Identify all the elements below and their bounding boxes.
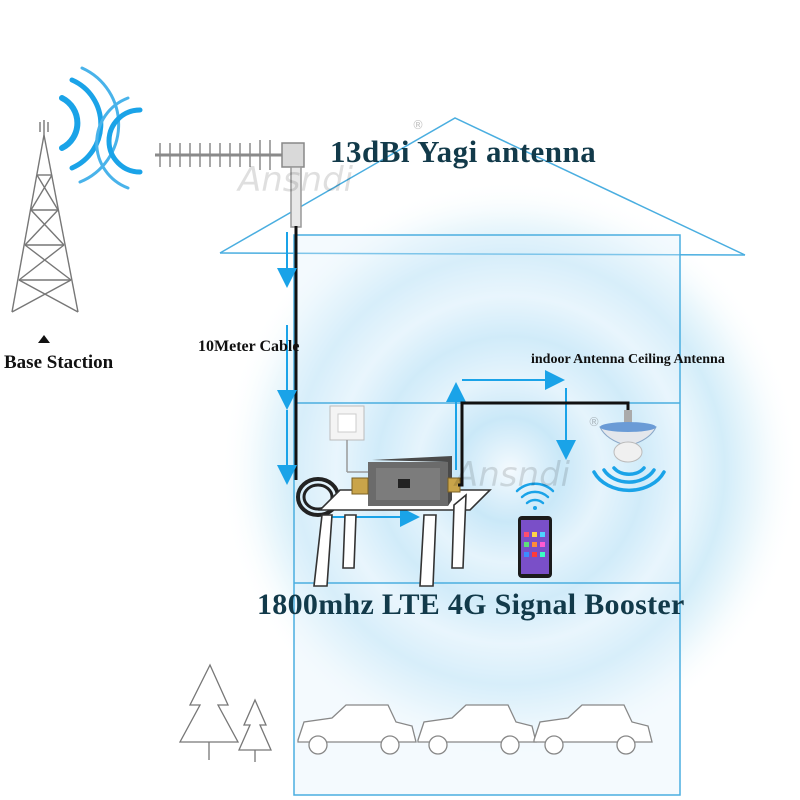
ceiling-signal-waves	[592, 466, 666, 493]
signal-booster-icon	[351, 456, 461, 506]
house	[219, 117, 746, 796]
car-icon	[533, 704, 653, 755]
base-station-label: Base Staction	[4, 352, 114, 373]
registered-mark: ®	[412, 118, 424, 132]
car-icon	[417, 704, 537, 755]
base-station-marker-icon	[38, 335, 50, 343]
wifi-icon	[515, 482, 555, 510]
tower-signal-waves	[59, 66, 143, 190]
registered-mark: ®	[588, 415, 600, 429]
cable-label: 10Meter Cable	[198, 338, 300, 355]
booster-title: 1800mhz LTE 4G Signal Booster	[257, 588, 685, 621]
yagi-antenna-icon	[155, 140, 305, 228]
antenna-title: 13dBi Yagi antenna	[330, 134, 597, 169]
ceiling-antenna-icon	[599, 410, 657, 463]
base-station-tower-icon	[11, 120, 79, 313]
car-icon	[297, 704, 417, 755]
brand-watermark: Ansndi	[455, 455, 571, 495]
wall-socket-icon	[329, 405, 382, 473]
brand-watermark: Ansndi	[238, 160, 354, 200]
indoor-cable	[458, 401, 630, 487]
signal-flow-arrows	[277, 232, 576, 527]
indoor-antenna-label: indoor Antenna Ceiling Antenna	[531, 352, 725, 367]
smartphone-icon	[518, 516, 552, 578]
indoor-signal-coverage	[220, 180, 800, 760]
tree-icon	[178, 663, 272, 762]
